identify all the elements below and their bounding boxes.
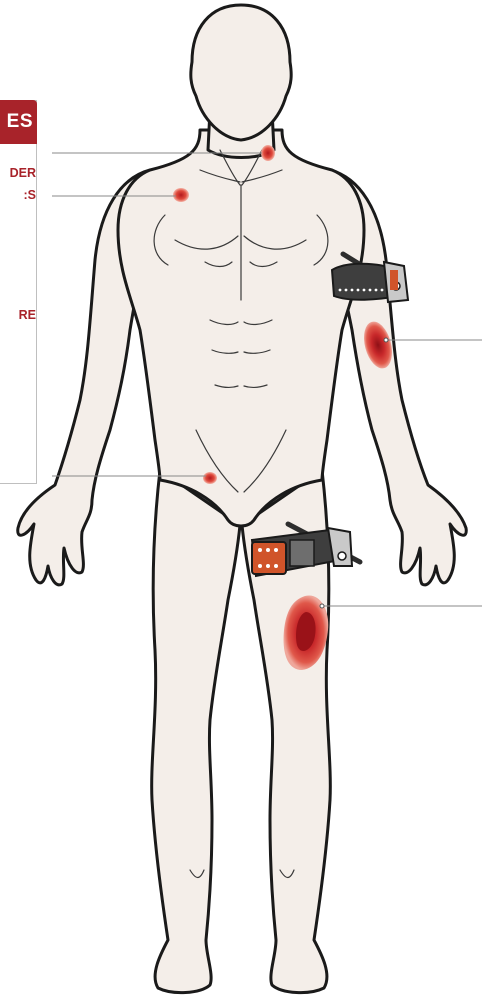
shoulder-wound [173, 188, 189, 202]
left-leg [152, 470, 240, 993]
head [191, 5, 291, 140]
neck-wound [261, 145, 275, 161]
groin-wound [203, 472, 217, 484]
